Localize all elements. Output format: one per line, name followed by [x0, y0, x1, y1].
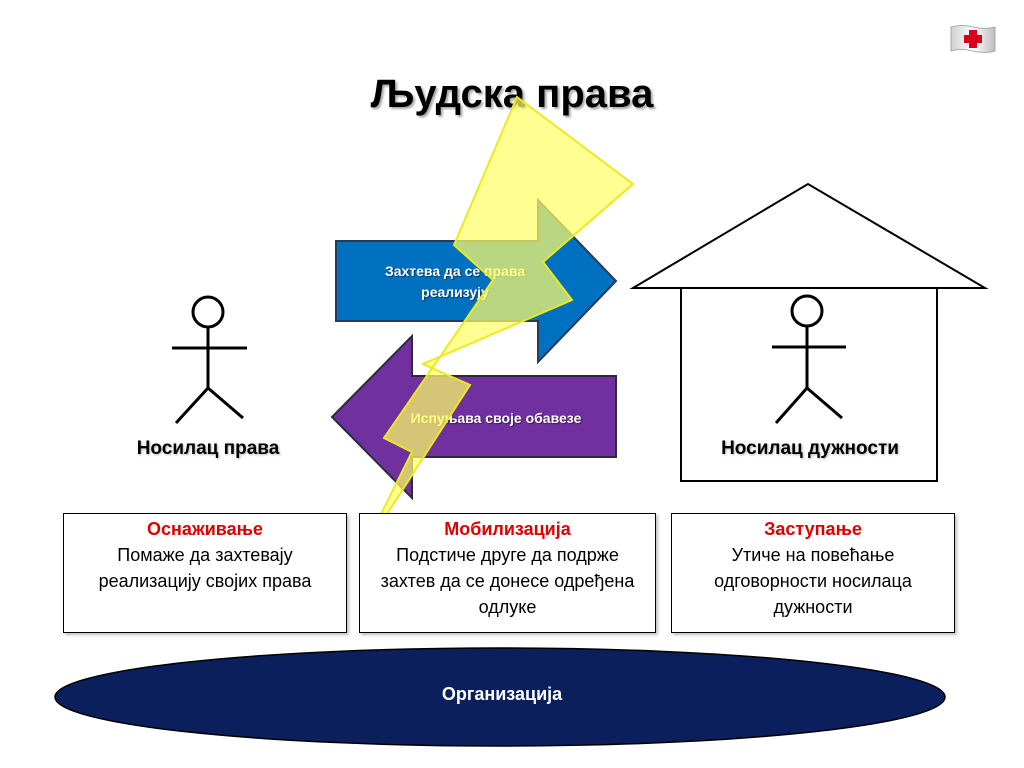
- box-title: Оснаживање: [147, 519, 263, 539]
- box-title: Мобилизација: [444, 519, 571, 539]
- rights-holder-label: Носилац права: [136, 438, 280, 459]
- demand-arrow-label: Захтева да се права реализују: [384, 263, 526, 300]
- mobilization-box: Мобилизација Подстиче друге да подрже за…: [359, 513, 656, 633]
- rights-holder-figure-icon: [172, 295, 247, 425]
- obligation-arrow-label: Испуњава своје обавезе: [410, 410, 582, 426]
- empowerment-box: Оснаживање Помаже да захтевају реализаци…: [63, 513, 347, 633]
- duty-bearer-label: Носилац дужности: [721, 438, 899, 459]
- organization-ellipse: [54, 647, 946, 747]
- red-cross-logo-icon: [949, 24, 997, 54]
- box-title: Заступање: [764, 519, 862, 539]
- box-text: Помаже да захтевају реализацију својих п…: [98, 545, 312, 591]
- organization-label: Организација: [441, 684, 563, 704]
- house-icon: [629, 182, 989, 482]
- duty-bearer-figure-icon: [772, 294, 846, 424]
- box-text: Подстиче друге да подрже захтев да се до…: [380, 545, 635, 617]
- box-text: Утиче на повећање одговорности носилаца …: [714, 545, 912, 617]
- advocacy-box: Заступање Утиче на повећање одговорности…: [671, 513, 955, 633]
